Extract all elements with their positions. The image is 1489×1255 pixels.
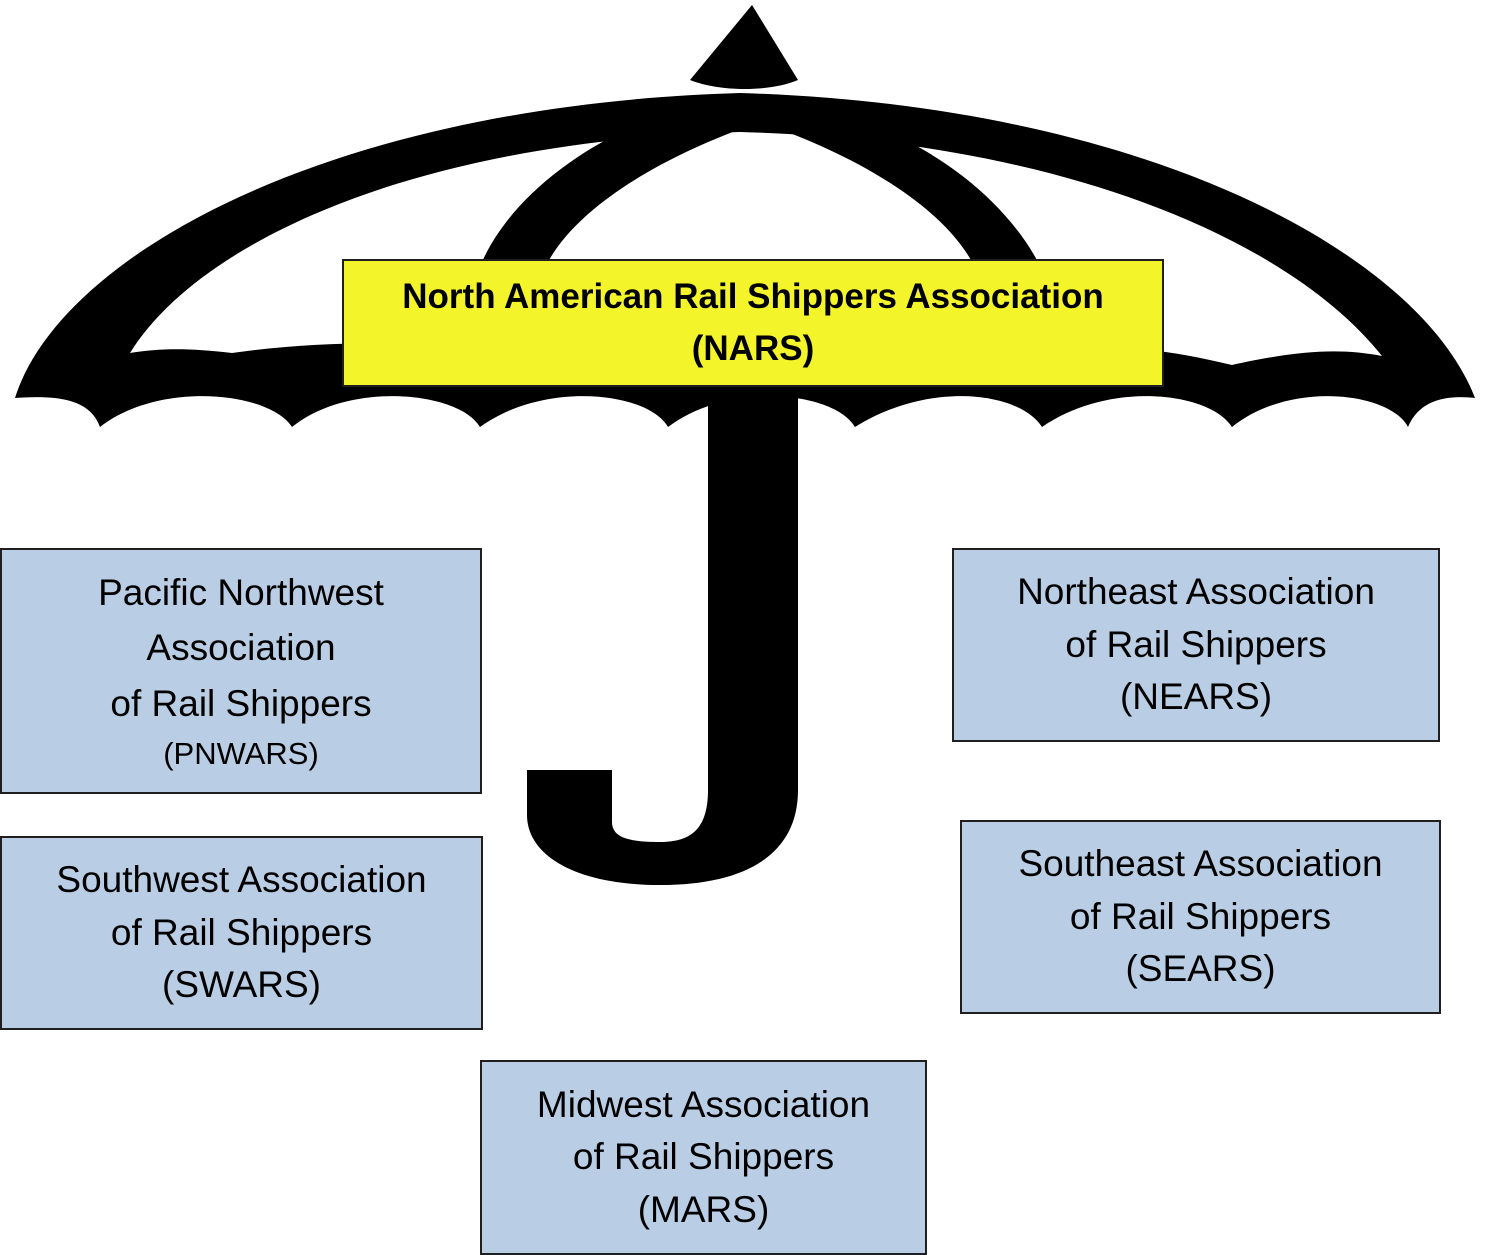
- sears-line-2: of Rail Shippers: [1069, 895, 1332, 937]
- swars-acronym: (SWARS): [162, 964, 321, 1006]
- mars-acronym: (MARS): [637, 1188, 770, 1230]
- swars-box: Southwest Association of Rail Shippers (…: [0, 836, 483, 1030]
- umbrella-tip: [690, 5, 798, 89]
- pnwars-line-1: Pacific Northwest: [98, 571, 384, 613]
- swars-line-2: of Rail Shippers: [110, 911, 373, 953]
- pnwars-line-3: of Rail Shippers: [110, 682, 372, 724]
- mars-box: Midwest Association of Rail Shippers (MA…: [480, 1060, 927, 1255]
- sears-acronym: (SEARS): [1125, 948, 1276, 990]
- sears-box: Southeast Association of Rail Shippers (…: [960, 820, 1441, 1014]
- umbrella-rib-left: [482, 122, 760, 262]
- pnwars-line-2: Association: [146, 627, 336, 668]
- nears-acronym: (NEARS): [1119, 676, 1273, 718]
- nears-line-1: Northeast Association: [1017, 571, 1375, 613]
- nears-line-2: of Rail Shippers: [1065, 623, 1327, 665]
- pnwars-box: Pacific Northwest Association of Rail Sh…: [0, 548, 482, 794]
- mars-line-1: Midwest Association: [536, 1083, 871, 1125]
- nars-acronym: (NARS): [691, 329, 815, 368]
- swars-line-1: Southwest Association: [56, 859, 427, 901]
- nars-name: North American Rail Shippers Association: [402, 276, 1104, 316]
- umbrella-handle: [527, 385, 798, 885]
- nears-box: Northeast Association of Rail Shippers (…: [952, 548, 1440, 742]
- umbrella-rib-right: [760, 122, 1038, 262]
- nars-box: North American Rail Shippers Association…: [342, 259, 1164, 387]
- sears-line-1: Southeast Association: [1018, 843, 1383, 885]
- pnwars-acronym: (PNWARS): [163, 736, 319, 771]
- mars-line-2: of Rail Shippers: [572, 1136, 835, 1178]
